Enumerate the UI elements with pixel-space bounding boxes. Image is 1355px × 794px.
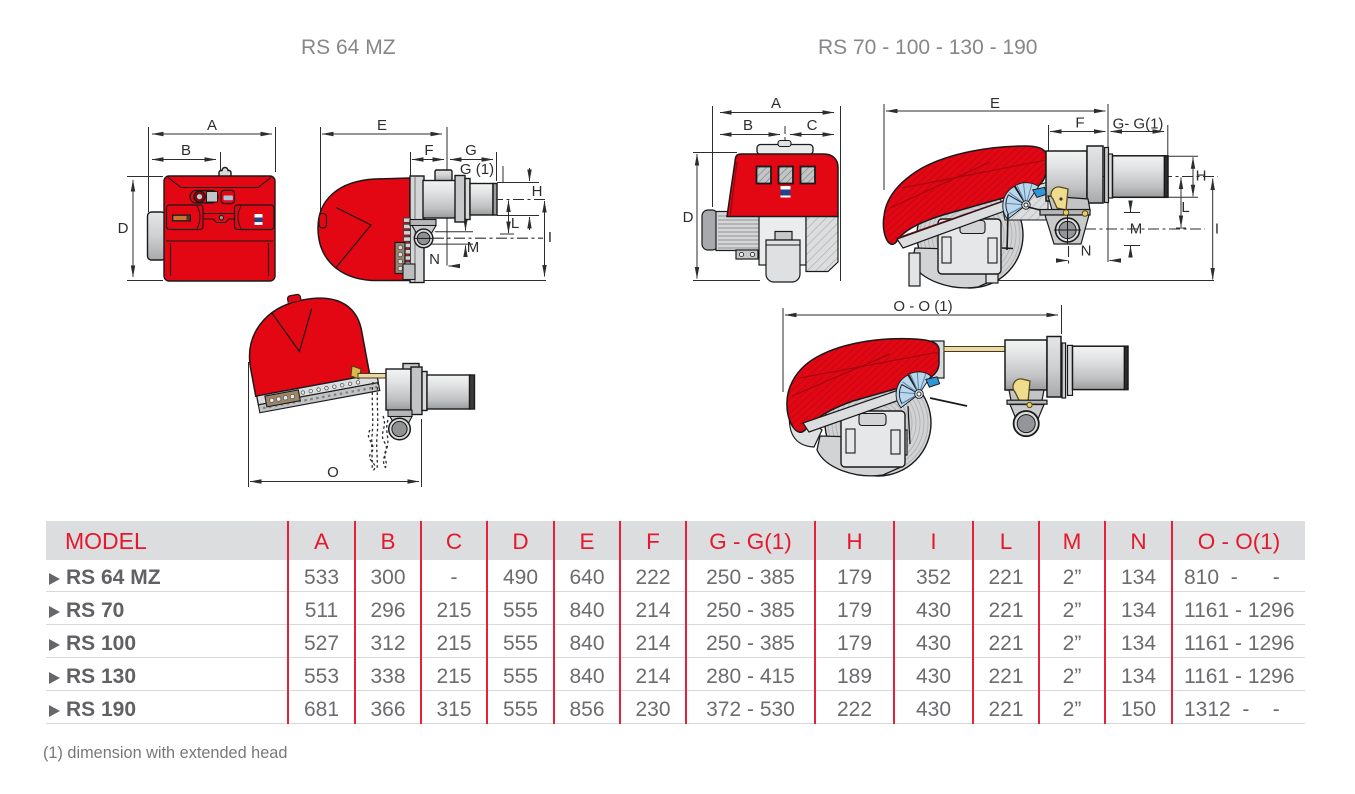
svg-text:N: N (429, 251, 440, 268)
svg-text:N: N (1081, 243, 1092, 260)
svg-text:E: E (990, 95, 1000, 112)
svg-text:A: A (207, 117, 217, 134)
svg-text:I: I (548, 229, 552, 246)
svg-text:B: B (743, 117, 753, 134)
svg-text:D: D (683, 209, 694, 226)
svg-text:H: H (532, 183, 543, 200)
svg-text:B: B (181, 142, 191, 159)
svg-text:E: E (377, 117, 387, 134)
svg-text:A: A (771, 95, 781, 112)
svg-text:L: L (511, 215, 519, 232)
svg-text:O - O (1): O - O (1) (893, 298, 952, 315)
svg-text:F: F (424, 142, 433, 159)
svg-text:O: O (327, 464, 339, 481)
svg-text:M: M (467, 239, 480, 256)
svg-text:D: D (118, 220, 129, 237)
svg-text:G- G(1): G- G(1) (1113, 116, 1164, 133)
svg-text:G: G (465, 142, 477, 159)
svg-text:H: H (1196, 168, 1207, 185)
svg-text:G (1): G (1) (460, 161, 494, 178)
svg-text:I: I (1215, 221, 1219, 238)
svg-text:C: C (807, 117, 818, 134)
svg-text:F: F (1075, 115, 1084, 132)
svg-text:M: M (1130, 221, 1143, 238)
svg-text:L: L (1181, 199, 1189, 216)
